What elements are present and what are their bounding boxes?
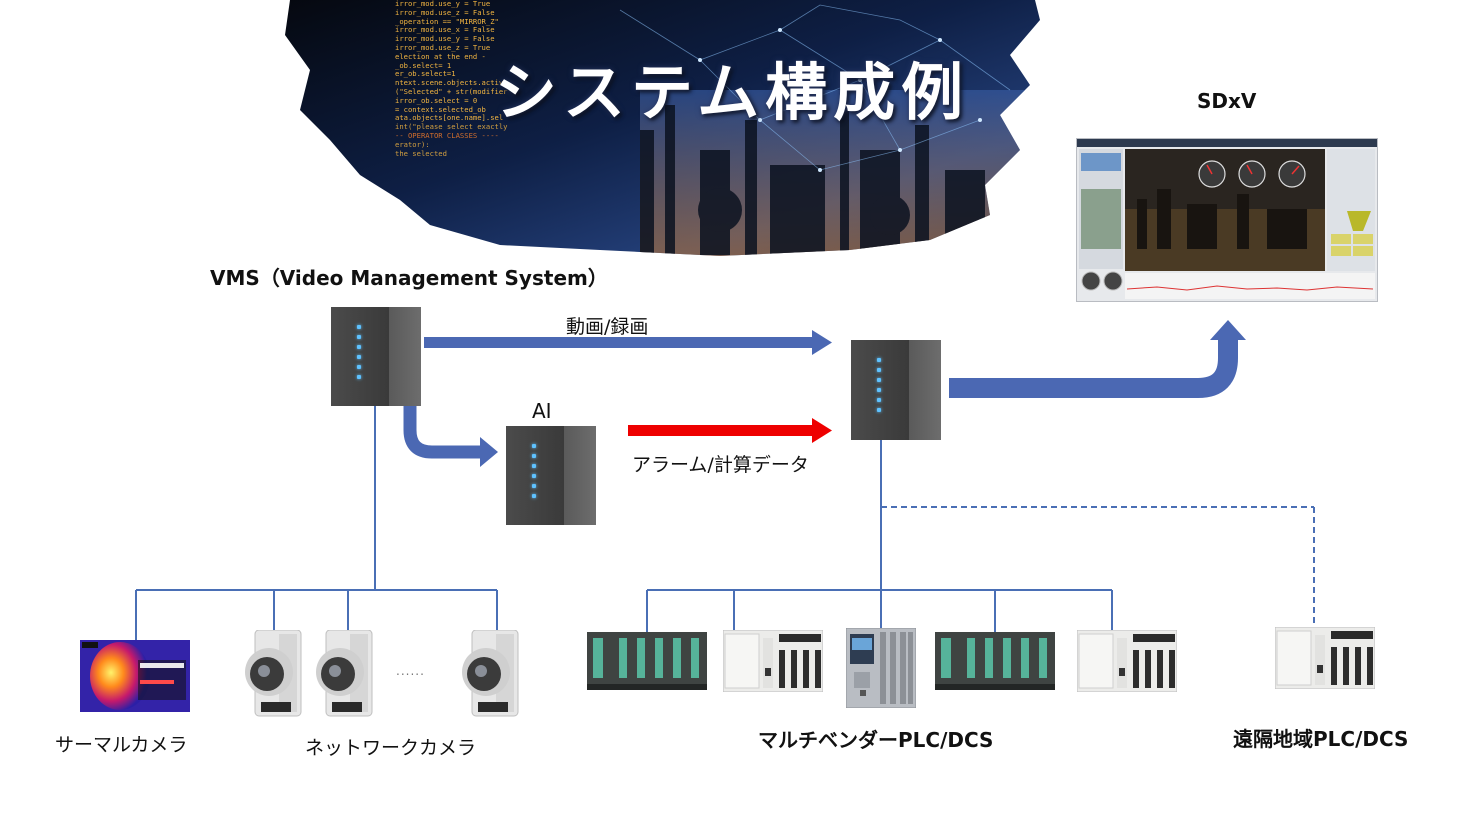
- plc-shape: [587, 632, 707, 690]
- vms-server: [331, 307, 421, 406]
- code-line: int("please select exactly: [395, 122, 508, 132]
- plc-compact: [845, 627, 917, 709]
- code-line: ata.objects[one.name].sel: [395, 113, 504, 123]
- sdxv-screenshot: [1076, 138, 1378, 302]
- code-line: irror_mod.use_z = False: [395, 7, 495, 17]
- multivendor-plc-label: マルチベンダーPLC/DCS: [758, 728, 994, 752]
- camera-shape: [245, 629, 302, 717]
- thermal-camera-image: [80, 640, 190, 712]
- ai-server: [506, 426, 596, 525]
- thermal-camera-label: サーマルカメラ: [55, 734, 188, 756]
- arrow-to-ai: [403, 406, 498, 467]
- plc-remote: [1274, 626, 1376, 690]
- remote-plc-label: 遠隔地域PLC/DCS: [1233, 727, 1409, 751]
- sdxv-label: SDxV: [1197, 89, 1257, 113]
- code-line: erator):: [395, 139, 430, 149]
- network-camera: [243, 629, 303, 718]
- code-line: er_ob.select=1: [395, 69, 456, 79]
- network-camera-label: ネットワークカメラ: [305, 737, 477, 759]
- banner-background: [285, 0, 1040, 256]
- plc-mitsubishi: [722, 629, 824, 693]
- code-line: _operation == "MIRROR_Z": [395, 16, 499, 26]
- code-line: -- OPERATOR CLASSES ----: [395, 130, 499, 140]
- code-line: irror_ob.select = 0: [395, 95, 478, 105]
- plc-shape: [722, 629, 824, 693]
- video-recording-label: 動画/録画: [566, 316, 649, 338]
- arrow-to-sdxv: [949, 320, 1246, 398]
- plc-shape: [935, 632, 1055, 690]
- arrow-alarm: [628, 418, 832, 443]
- code-line: irror_mod.use_x = False: [395, 25, 495, 35]
- alarm-data-label: アラーム/計算データ: [632, 454, 809, 476]
- code-line: _ob.select= 1: [395, 60, 452, 70]
- code-line: = context.selected_ob: [395, 104, 486, 114]
- code-line: irror_mod.use_z = True: [395, 42, 491, 52]
- plc-shape: [1076, 629, 1178, 693]
- plc-network: [646, 440, 1113, 632]
- code-line: ("Selected" + str(modifier: [395, 86, 508, 96]
- ai-label: AI: [532, 399, 552, 423]
- sdxv-preview: [1077, 139, 1377, 299]
- camera-shape: [462, 629, 519, 717]
- plc-mitsubishi: [1076, 629, 1178, 693]
- camera-network: [135, 406, 498, 640]
- central-server: [851, 340, 941, 440]
- code-line: election at the end -: [395, 51, 486, 61]
- arrow-video: [424, 330, 832, 355]
- remote-link: [881, 506, 1315, 628]
- network-camera: [460, 629, 520, 718]
- plc-siemens: [587, 632, 707, 690]
- plc-shape: [845, 627, 917, 709]
- camera-shape: [316, 629, 373, 717]
- plc-shape: [1274, 626, 1376, 690]
- page-title: システム構成例: [495, 56, 970, 129]
- code-line: irror_mod.use_y = True: [395, 0, 491, 8]
- plc-siemens: [935, 632, 1055, 690]
- thermal-camera-preview: [80, 640, 190, 712]
- camera-ellipsis: ......: [396, 664, 425, 678]
- code-line: the selected: [395, 148, 447, 158]
- code-line: ntext.scene.objects.activ: [395, 78, 504, 88]
- network-camera: [314, 629, 374, 718]
- code-line: irror_mod.use_y = False: [395, 34, 495, 44]
- vms-label: VMS（Video Management System）: [210, 266, 608, 290]
